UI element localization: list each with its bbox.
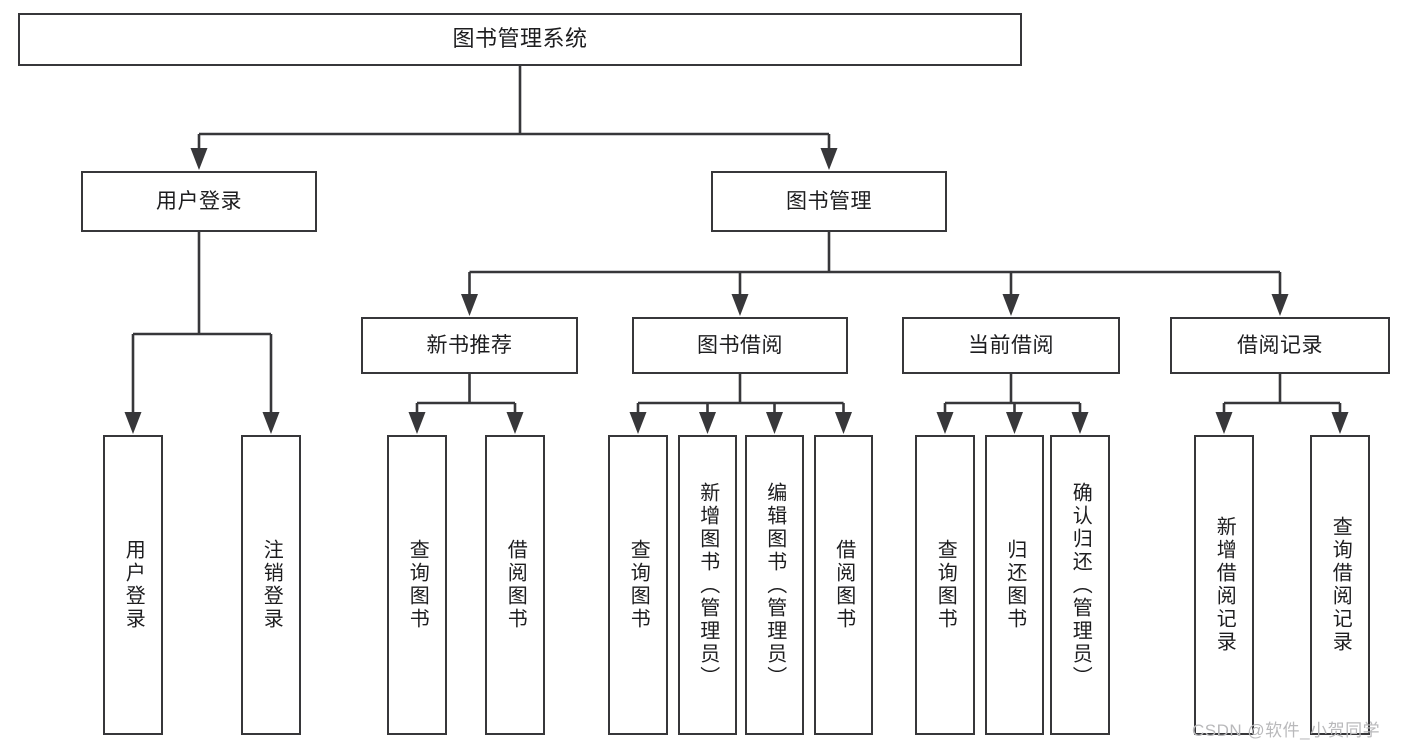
arrowhead-icon-leaf-add-borrow-record	[1215, 412, 1233, 434]
arrowhead-icon-leaf-borrow-book-1	[506, 412, 524, 434]
node-box-borrow-record[interactable]: 借阅记录	[1170, 317, 1390, 374]
connector-group-book-manage	[461, 232, 1289, 316]
node-label-leaf-logout-login: 注销登录	[260, 539, 283, 631]
node-label-leaf-borrow-book-1: 借阅图书	[504, 539, 527, 631]
node-box-leaf-user-login[interactable]: 用户登录	[103, 435, 163, 735]
node-box-leaf-add-borrow-record[interactable]: 新增借阅记录	[1194, 435, 1254, 735]
node-label-leaf-query-book-1: 查询图书	[406, 539, 429, 631]
arrowhead-icon-borrow-record	[1271, 294, 1289, 316]
node-label-leaf-user-login: 用户登录	[122, 539, 145, 631]
node-label-leaf-query-borrow-record: 查询借阅记录	[1329, 516, 1352, 654]
node-box-leaf-logout-login[interactable]: 注销登录	[241, 435, 301, 735]
arrowhead-icon-leaf-logout-login	[262, 412, 280, 434]
node-label-new-book-recommend: 新书推荐	[426, 333, 513, 357]
node-box-leaf-confirm-return-admin[interactable]: 确认归还（管理员）	[1050, 435, 1110, 735]
connector-group-root	[190, 66, 838, 170]
node-box-book-borrow[interactable]: 图书借阅	[632, 317, 848, 374]
csdn-watermark: CSDN @软件_小贺同学	[1192, 721, 1381, 740]
node-label-book-manage: 图书管理	[786, 189, 872, 213]
arrowhead-icon-book-manage	[820, 148, 838, 170]
arrowhead-icon-leaf-query-book-3	[936, 412, 954, 434]
node-box-leaf-return-book[interactable]: 归还图书	[985, 435, 1044, 735]
arrowhead-icon-leaf-edit-book-admin	[766, 412, 783, 434]
node-label-current-borrow: 当前借阅	[968, 333, 1054, 357]
node-box-new-book-recommend[interactable]: 新书推荐	[361, 317, 578, 374]
node-box-leaf-add-book-admin[interactable]: 新增图书（管理员）	[678, 435, 737, 735]
node-box-leaf-borrow-book-1[interactable]: 借阅图书	[485, 435, 545, 735]
arrowhead-icon-leaf-query-borrow-record	[1331, 412, 1349, 434]
node-box-leaf-query-book-2[interactable]: 查询图书	[608, 435, 668, 735]
arrowhead-icon-leaf-return-book	[1006, 412, 1023, 434]
node-label-leaf-borrow-book-2: 借阅图书	[832, 539, 855, 631]
node-box-leaf-query-borrow-record[interactable]: 查询借阅记录	[1310, 435, 1370, 735]
node-label-leaf-edit-book-admin: 编辑图书（管理员）	[763, 481, 786, 689]
connector-group-new-book-recommend	[408, 374, 524, 434]
node-box-user-login[interactable]: 用户登录	[81, 171, 317, 232]
node-box-book-manage[interactable]: 图书管理	[711, 171, 947, 232]
arrowhead-icon-leaf-query-book-1	[408, 412, 426, 434]
connector-group-borrow-record	[1215, 374, 1349, 434]
arrowhead-icon-leaf-confirm-return-admin	[1071, 412, 1089, 434]
connector-group-user-login	[124, 232, 280, 434]
connector-group-book-borrow	[629, 374, 852, 434]
connector-group-current-borrow	[936, 374, 1089, 434]
arrowhead-icon-current-borrow	[1002, 294, 1020, 316]
arrowhead-icon-leaf-query-book-2	[629, 412, 647, 434]
node-label-book-borrow: 图书借阅	[697, 333, 783, 357]
node-label-leaf-add-book-admin: 新增图书（管理员）	[696, 481, 719, 689]
node-box-current-borrow[interactable]: 当前借阅	[902, 317, 1120, 374]
node-box-root[interactable]: 图书管理系统	[18, 13, 1022, 66]
arrowhead-icon-leaf-add-book-admin	[699, 412, 716, 434]
arrowhead-icon-book-borrow	[731, 294, 749, 316]
arrowhead-icon-user-login	[190, 148, 208, 170]
node-label-leaf-confirm-return-admin: 确认归还（管理员）	[1069, 481, 1092, 689]
arrowhead-icon-leaf-borrow-book-2	[835, 412, 852, 434]
node-label-root: 图书管理系统	[452, 26, 588, 52]
node-box-leaf-query-book-1[interactable]: 查询图书	[387, 435, 447, 735]
node-label-leaf-query-book-3: 查询图书	[934, 539, 957, 631]
node-label-leaf-query-book-2: 查询图书	[627, 539, 650, 631]
node-label-leaf-return-book: 归还图书	[1003, 539, 1026, 631]
node-box-leaf-borrow-book-2[interactable]: 借阅图书	[814, 435, 873, 735]
arrowhead-icon-new-book-recommend	[461, 294, 478, 316]
node-box-leaf-edit-book-admin[interactable]: 编辑图书（管理员）	[745, 435, 804, 735]
node-label-user-login: 用户登录	[156, 189, 242, 213]
node-label-leaf-add-borrow-record: 新增借阅记录	[1213, 516, 1236, 654]
node-label-borrow-record: 借阅记录	[1237, 333, 1323, 357]
arrowhead-icon-leaf-user-login	[124, 412, 142, 434]
node-box-leaf-query-book-3[interactable]: 查询图书	[915, 435, 975, 735]
